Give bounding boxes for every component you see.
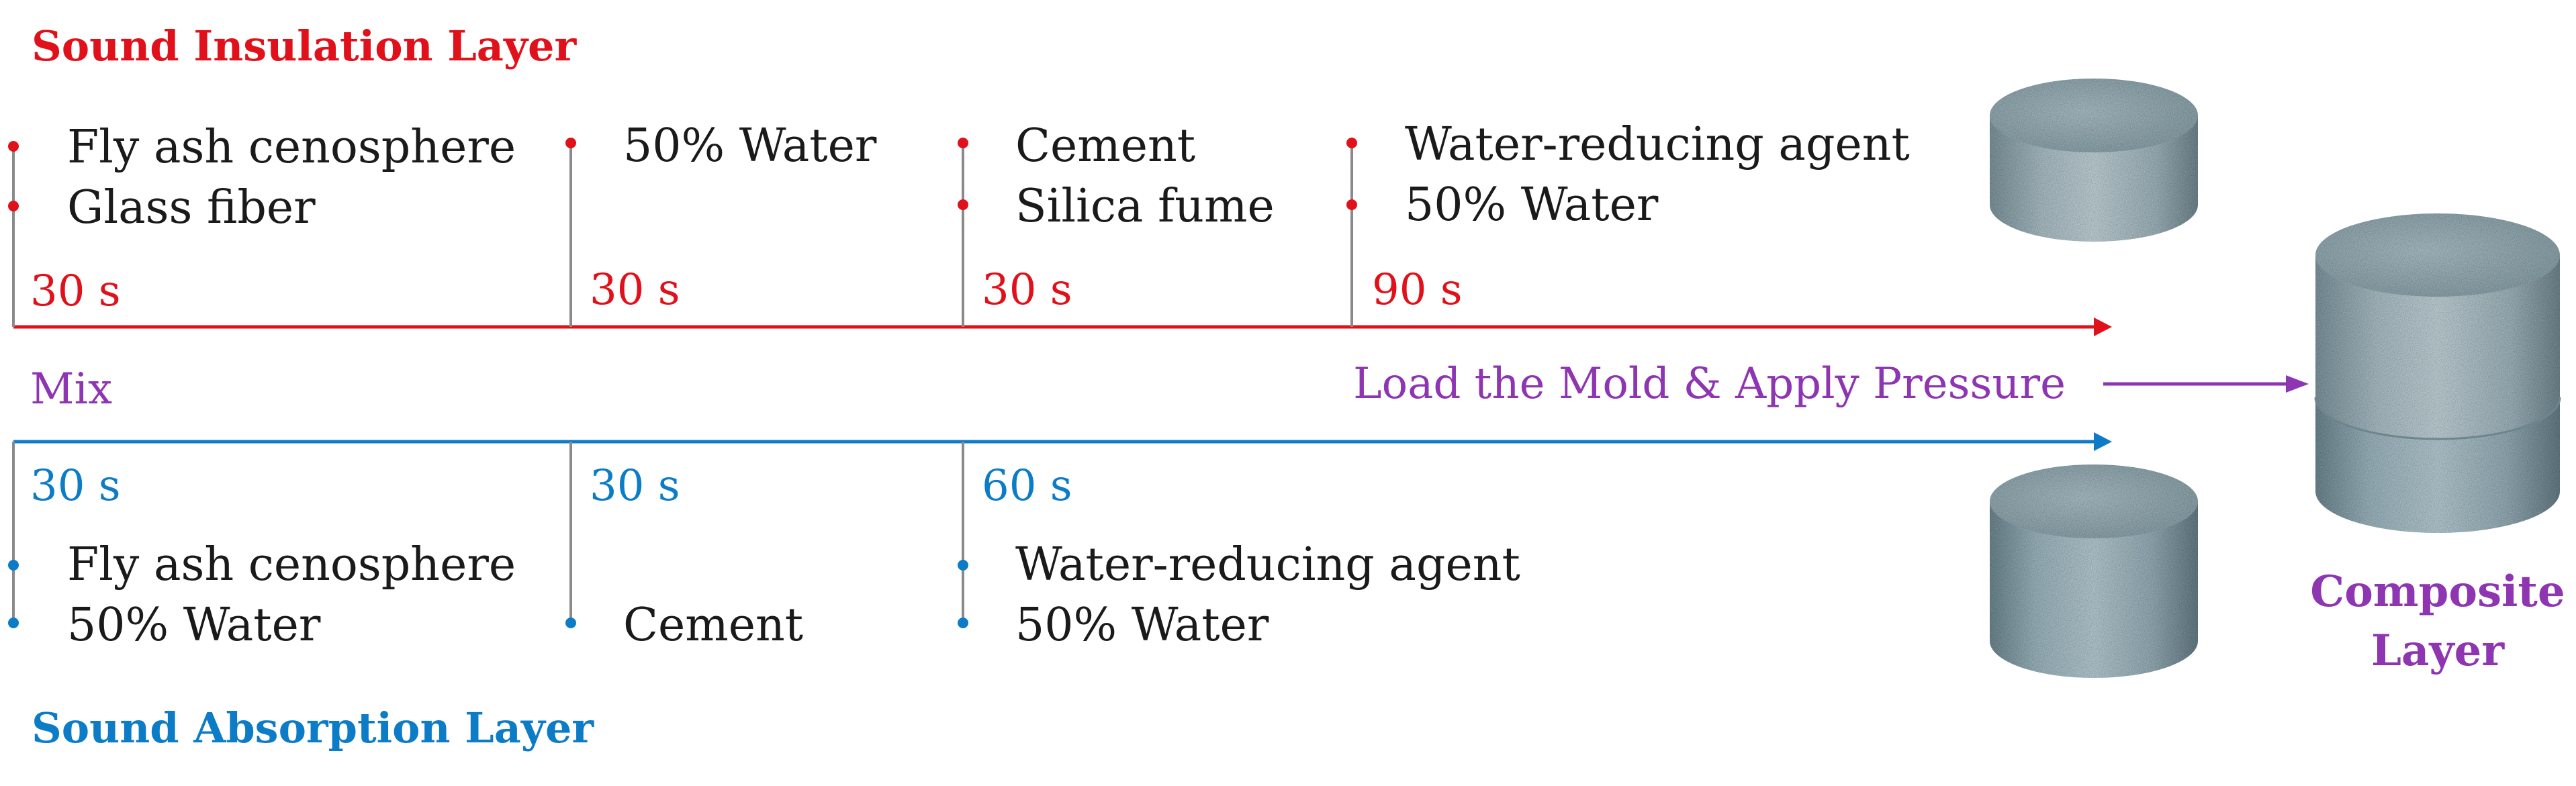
composite-label-line-1: Composite [2310, 567, 2565, 617]
absorption-bullet-dot [958, 560, 968, 571]
insulation-title: Sound Insulation Layer [32, 21, 577, 70]
insulation-step-4-item-2: 50% Water [1405, 179, 1659, 232]
insulation-step-1-item-1: Fly ash cenosphere [67, 121, 516, 174]
insulation-step-4-item-1: Water-reducing agent [1405, 118, 1910, 171]
absorption-step-3-item-2: 50% Water [1015, 599, 1269, 652]
insulation-step-1-duration: 30 s [30, 266, 121, 316]
composite-sample-cylinder [2314, 213, 2561, 533]
insulation-bullet-dot [8, 141, 19, 152]
absorption-step-3-item-1: Water-reducing agent [1015, 538, 1520, 591]
load-mold-label: Load the Mold & Apply Pressure [1353, 359, 2066, 409]
insulation-step-2-duration: 30 s [590, 265, 680, 315]
insulation-step-4-duration: 90 s [1372, 265, 1463, 315]
insulation-step-3-duration: 30 s [982, 265, 1072, 315]
composite-arrow [2103, 375, 2309, 393]
insulation-step-3-item-2: Silica fume [1015, 180, 1275, 233]
insulation-timeline [8, 138, 2112, 336]
absorption-sample-cylinder [1990, 464, 2198, 678]
mix-label: Mix [30, 364, 113, 414]
absorption-bullet-dot [8, 560, 19, 571]
insulation-bullet-dot [958, 138, 968, 148]
insulation-step-3-item-1: Cement [1015, 119, 1196, 173]
insulation-bullet-dot [1346, 138, 1357, 148]
absorption-bullet-dot [8, 618, 19, 628]
absorption-step-1-item-2: 50% Water [67, 599, 321, 652]
absorption-step-3-duration: 60 s [982, 461, 1072, 511]
insulation-arrow-head [2094, 317, 2112, 336]
absorption-arrow-head [2094, 432, 2112, 451]
insulation-bullet-dot [958, 199, 968, 210]
absorption-step-1-duration: 30 s [30, 461, 121, 511]
composite-label: Composite Layer [2310, 562, 2565, 681]
absorption-timeline [8, 432, 2112, 628]
absorption-step-2-duration: 30 s [590, 461, 680, 511]
insulation-step-2-item-1: 50% Water [623, 119, 877, 173]
composite-label-line-2: Layer [2371, 626, 2505, 677]
absorption-bullet-dot [565, 618, 576, 628]
insulation-bullet-dot [8, 201, 19, 211]
absorption-step-2-item-1: Cement [623, 599, 804, 652]
insulation-step-1-item-2: Glass fiber [67, 181, 316, 234]
insulation-bullet-dot [1346, 199, 1357, 210]
absorption-step-1-item-1: Fly ash cenosphere [67, 538, 516, 591]
insulation-sample-cylinder [1990, 79, 2198, 242]
insulation-bullet-dot [565, 138, 576, 148]
absorption-bullet-dot [958, 618, 968, 628]
absorption-title: Sound Absorption Layer [32, 703, 594, 752]
